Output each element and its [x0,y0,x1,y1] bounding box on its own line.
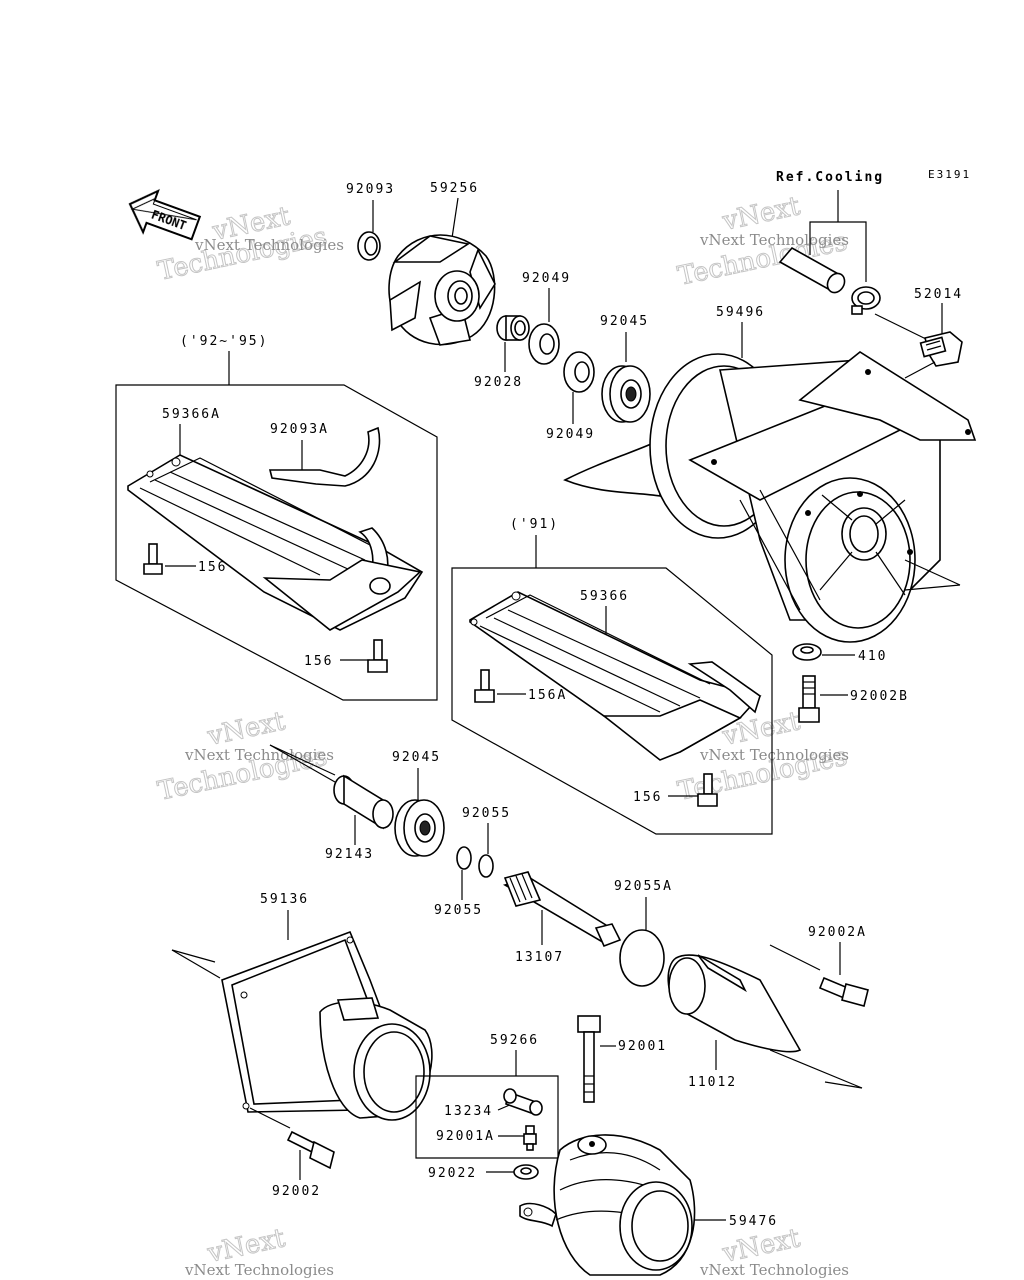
part-label: 13107 [515,950,564,965]
part-label: 59266 [490,1033,539,1048]
o-ring-92055-upper [478,854,494,878]
nozzle-cone-11012 [667,954,802,1053]
pump-cover-59366 [469,591,762,761]
o-ring-92055-lower [456,846,472,870]
watermark-text: vNext Technologies [699,231,849,249]
part-label: 92002A [808,925,867,940]
part-label: 156 [304,654,333,669]
part-label: 92002 [272,1184,321,1199]
leader-line [904,361,936,379]
part-label: 92028 [474,375,523,390]
drive-shaft-13107 [502,871,622,948]
part-label: 92045 [600,314,649,329]
bolt-92002B [798,675,820,723]
snap-ring-92093 [357,231,381,261]
part-label: 59476 [729,1214,778,1229]
part-label: 156 [198,560,227,575]
bolt-156-upper [143,543,163,575]
part-label: 92049 [546,427,595,442]
watermark-text: vNext Technologies [699,746,849,764]
retainer-plate-92093A [268,426,381,487]
steering-nozzle-59476 [519,1134,696,1276]
part-label: 52014 [914,287,963,302]
pump-cover-59366A [127,454,424,631]
part-label: 410 [858,649,887,664]
leader-line [769,1049,863,1089]
bolt-156A [474,669,495,703]
part-label: 92049 [522,271,571,286]
sleeve-92143 [333,774,394,830]
oil-seal-92049-lower [563,351,595,393]
collar-92028 [496,315,530,341]
leader-line [904,584,961,591]
impeller-59256 [388,234,496,346]
o-ring-92055A [619,929,665,987]
part-label: 92055 [434,903,483,918]
pump-bowl-59136 [221,930,433,1121]
watermark-text: vNext Technologies [184,746,334,764]
part-label: 59136 [260,892,309,907]
watermark-text: vNext Technologies [699,1261,849,1279]
leader-line [269,744,336,776]
watermark-text: vNext Technologies [184,1261,334,1279]
ball-bearing-92045-upper [601,365,651,423]
part-label: 156 [633,790,662,805]
group-box-91 [451,567,773,835]
bolt-92002A [818,976,869,1007]
part-label: 92143 [325,847,374,862]
leader-line [874,313,929,341]
hose-clamp [851,286,881,315]
elbow-fitting-52014 [919,331,963,367]
group-box-92-95 [115,384,438,701]
part-label: 59366A [162,407,221,422]
ball-bearing-92045-lower [394,799,445,857]
part-label: 92001A [436,1129,495,1144]
watermark-text: vNext Technologies [194,236,344,254]
part-label: 59496 [716,305,765,320]
washer-92022 [513,1164,539,1180]
part-label: 92093 [346,182,395,197]
part-label: 13234 [444,1104,493,1119]
part-label: 11012 [688,1075,737,1090]
washer-410 [792,643,822,661]
part-label: 59366 [580,589,629,604]
pin-13234 [503,1088,543,1116]
leader-line [171,949,216,963]
grease-fitting-92001A [523,1125,537,1151]
part-label: 92055 [462,806,511,821]
part-label: 59256 [430,181,479,196]
leader-line [824,1081,863,1089]
bolt-92002 [286,1130,335,1170]
front-arrow-icon: FRONT [128,188,202,241]
part-label: 92002B [850,689,909,704]
part-label: 92093A [270,422,329,437]
diagram-code: E3191 [928,168,971,181]
group-label-92-95: ('92~'95) [180,334,268,349]
part-label: 92001 [618,1039,667,1054]
oil-seal-92049-upper [528,323,560,365]
part-label: 92045 [392,750,441,765]
leader-line [269,744,336,783]
leader-line [171,949,221,979]
ref-cooling-label: Ref.Cooling [776,170,884,185]
leader-line [249,1107,291,1129]
group-label-91: ('91) [510,517,559,532]
leader-line [904,559,961,586]
bolt-92001 [577,1015,601,1103]
bolt-156-right [697,773,718,807]
cooling-hose [778,246,846,294]
leader-line [769,944,821,971]
pump-housing-59496 [563,351,977,643]
bolt-156-lower [367,639,388,673]
part-label: 92022 [428,1166,477,1181]
watermark-group: Technologies vNext Technologies vNext Te… [155,191,851,1279]
leader-line [451,197,459,239]
part-label: 92055A [614,879,673,894]
part-label: 156A [528,688,567,703]
